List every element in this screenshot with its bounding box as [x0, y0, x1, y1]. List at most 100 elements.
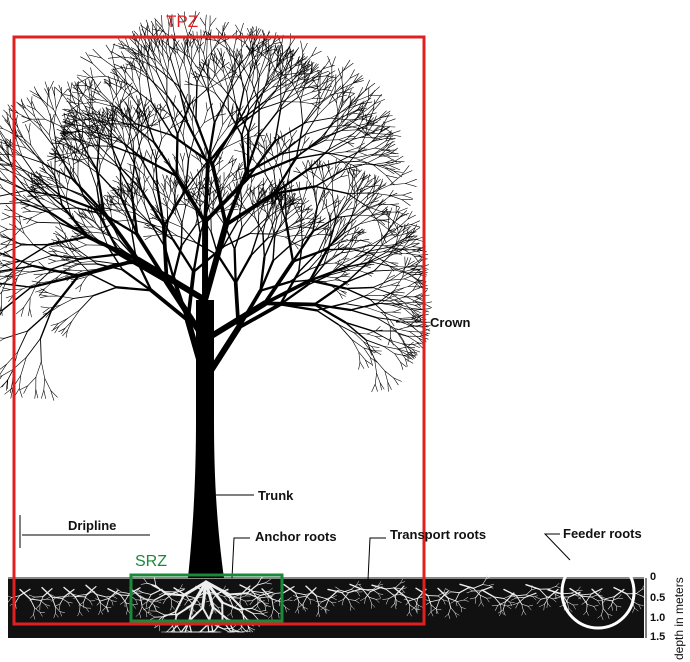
branch	[273, 246, 290, 261]
branch	[168, 221, 183, 227]
branch	[196, 82, 197, 120]
branch	[372, 347, 379, 348]
branch	[160, 104, 161, 112]
branch	[254, 194, 257, 203]
branch	[217, 125, 223, 142]
branch	[24, 234, 34, 246]
branch	[373, 280, 391, 287]
branch	[105, 210, 112, 211]
branch	[0, 244, 8, 245]
branch	[343, 151, 358, 170]
branch	[72, 248, 78, 252]
branch	[78, 78, 89, 84]
branch	[352, 340, 359, 352]
depth-axis-title: depth in meters	[672, 577, 686, 660]
branch	[0, 175, 3, 189]
branch	[1, 381, 8, 388]
branch	[322, 204, 332, 210]
branch	[0, 273, 1, 279]
branch	[343, 60, 350, 71]
branch	[390, 279, 404, 280]
branch	[18, 331, 28, 352]
branch	[348, 174, 350, 186]
branch	[339, 196, 345, 204]
branch	[115, 263, 142, 264]
branch	[26, 148, 40, 159]
branch	[162, 15, 163, 27]
branch	[52, 87, 55, 96]
branch	[63, 266, 71, 267]
branch	[66, 185, 68, 199]
branch	[49, 123, 51, 135]
branch	[138, 43, 139, 57]
branch	[347, 271, 374, 282]
branch	[264, 236, 273, 258]
branch	[259, 112, 278, 136]
branch	[113, 68, 123, 70]
branch	[51, 114, 54, 123]
branch	[28, 377, 36, 386]
branch	[165, 176, 167, 183]
branch	[210, 40, 211, 53]
branch	[332, 180, 333, 197]
branch	[119, 44, 129, 47]
branch	[345, 296, 366, 304]
branch	[11, 289, 23, 290]
branch	[372, 384, 376, 392]
branch	[257, 82, 271, 101]
branch	[347, 193, 372, 194]
branch	[0, 203, 23, 204]
branch	[2, 213, 10, 217]
branch	[300, 99, 313, 103]
branch	[130, 101, 131, 110]
branch	[337, 195, 338, 205]
branch	[329, 152, 346, 154]
branch	[219, 163, 229, 171]
branch	[8, 122, 13, 133]
branch	[300, 102, 312, 104]
branch	[316, 187, 317, 196]
branch	[116, 112, 117, 120]
branch	[29, 123, 30, 132]
branch	[374, 270, 395, 271]
branch	[5, 331, 28, 338]
branch	[168, 41, 171, 61]
branch	[175, 55, 179, 71]
branch	[265, 303, 315, 304]
branch	[77, 245, 86, 248]
branch	[374, 351, 381, 355]
branch	[0, 225, 7, 229]
branch	[404, 290, 413, 297]
branch	[120, 212, 132, 219]
branch	[80, 296, 93, 310]
branch	[0, 338, 5, 347]
branch	[45, 378, 51, 390]
branch	[352, 340, 364, 348]
branch	[378, 303, 398, 304]
branch	[282, 198, 283, 204]
branch	[316, 186, 348, 193]
branch	[193, 180, 199, 191]
branch	[183, 153, 185, 161]
branch	[323, 82, 332, 101]
branch	[108, 57, 121, 59]
branch	[365, 157, 379, 164]
branch	[263, 179, 267, 186]
branch	[361, 239, 369, 240]
branch	[146, 150, 151, 159]
branch	[376, 337, 382, 341]
branch	[413, 345, 420, 348]
branch	[324, 280, 335, 282]
branch	[113, 106, 114, 116]
branch	[130, 164, 132, 173]
branch	[59, 145, 63, 152]
branch	[21, 222, 38, 229]
branch	[91, 79, 93, 88]
branch	[81, 261, 95, 263]
branch	[328, 140, 352, 153]
branch	[373, 288, 392, 294]
branch	[2, 290, 11, 292]
root	[35, 597, 43, 598]
branch	[0, 376, 2, 384]
branch	[25, 124, 29, 132]
